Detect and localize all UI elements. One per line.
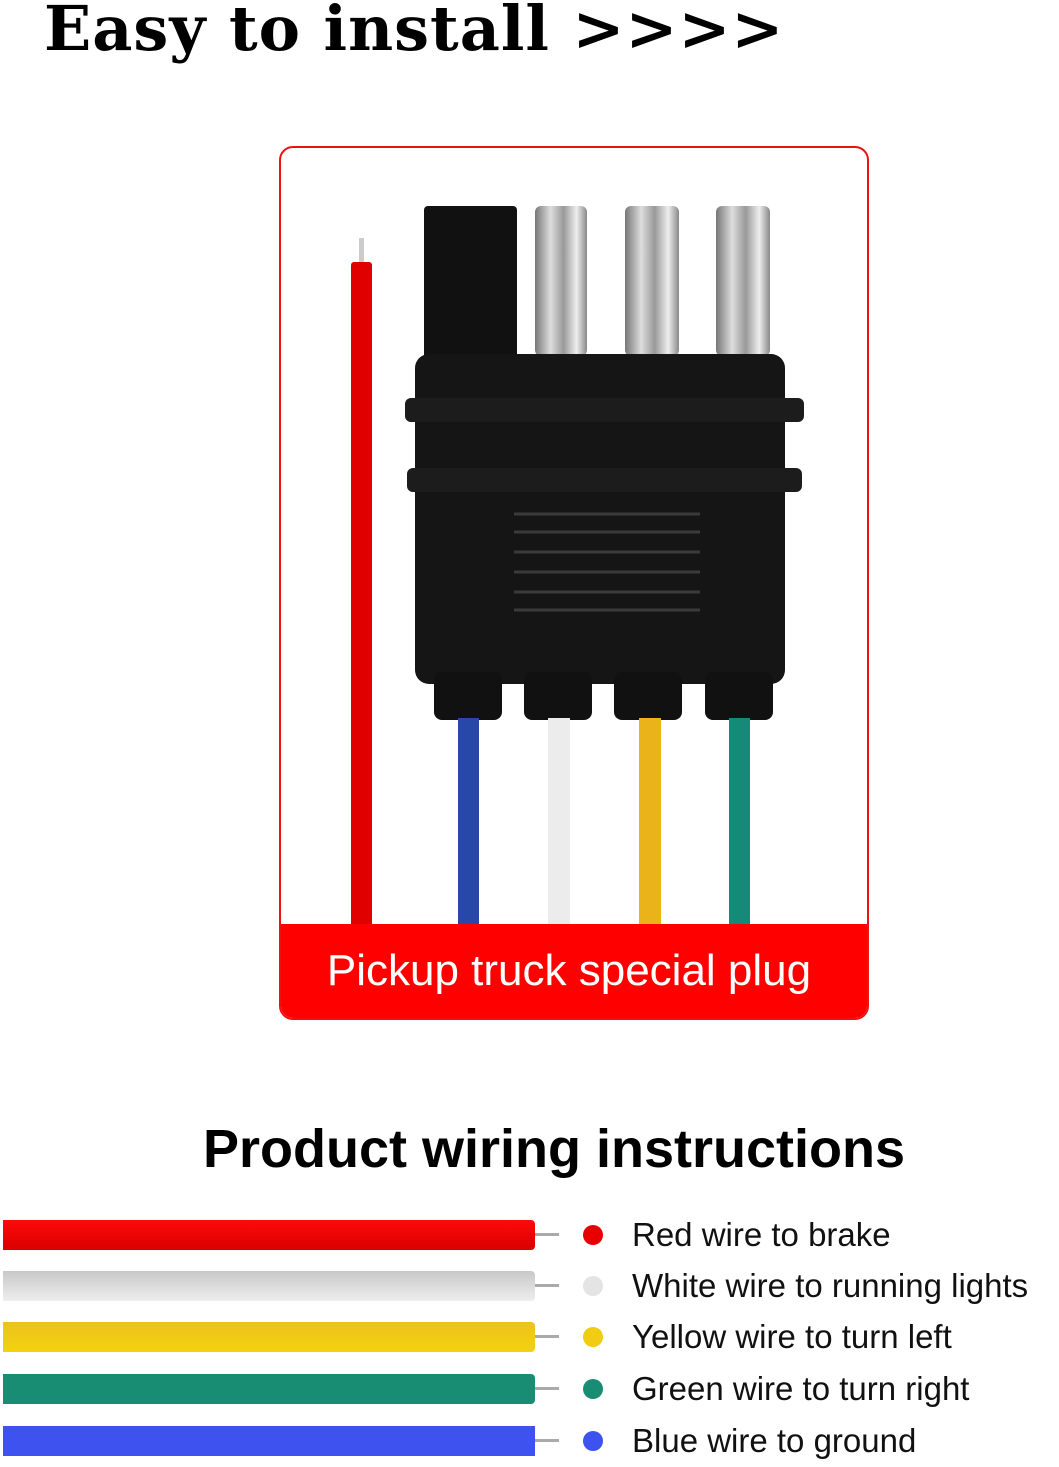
color-dot [583,1327,603,1347]
color-dot [583,1225,603,1245]
wire-stub [535,1335,559,1338]
wiring-label: White wire to running lights [632,1267,1029,1304]
wiring-label: Red wire to brake [632,1216,891,1253]
wiring-title: Product wiring instructions [203,1119,906,1179]
color-dot [583,1276,603,1296]
product-label: Pickup truck special plug [281,924,867,1018]
wiring-label: Blue wire to ground [632,1422,917,1459]
color-dot [583,1379,603,1399]
wire-bar [3,1374,535,1404]
wiring-item-green: Green wire to turn right [0,1370,1059,1407]
wiring-item-white: White wire to running lights [0,1267,1059,1304]
product-image-frame: Pickup truck special plug [279,146,869,1020]
wire-bar [3,1426,535,1456]
plug-illustration [351,206,804,942]
wire-stub [535,1233,559,1236]
wiring-item-red: Red wire to brake [0,1216,1059,1253]
wiring-item-blue: Blue wire to ground [0,1422,1059,1459]
plug-body [405,354,804,720]
wire-stub [535,1387,559,1390]
wiring-label: Green wire to turn right [632,1370,970,1407]
red-wire [351,238,372,942]
plug-wires [458,718,750,938]
plug-pins [535,206,770,356]
wire-stub [535,1284,559,1287]
wire-bar [3,1322,535,1352]
wire-bar [3,1271,535,1301]
wire-bar [3,1220,535,1250]
plug-post [424,206,517,366]
color-dot [583,1431,603,1451]
wiring-item-yellow: Yellow wire to turn left [0,1318,1059,1355]
headline: Easy to install >>>> [44,0,785,65]
wiring-label: Yellow wire to turn left [632,1318,952,1355]
wire-stub [535,1439,559,1442]
